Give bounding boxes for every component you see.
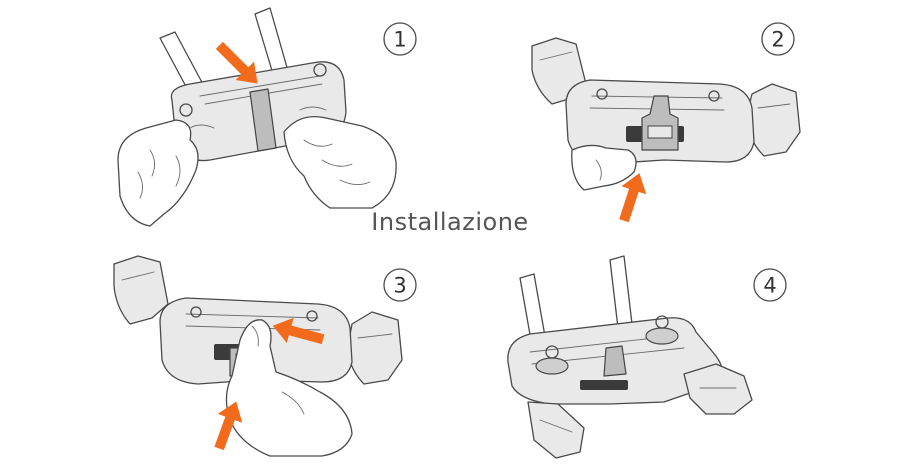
step-4-illustration: 4 [507, 255, 787, 459]
step-3-illustration: 3 [113, 255, 417, 457]
step-1-number: 1 [393, 28, 406, 52]
step-4-number: 4 [763, 274, 776, 298]
step-2-number: 2 [771, 28, 784, 52]
diagram-title: Installazione [371, 208, 529, 236]
step-1-illustration: 1 [117, 7, 417, 227]
step-2-illustration: 2 [531, 22, 801, 223]
step-3-number: 3 [393, 274, 406, 298]
